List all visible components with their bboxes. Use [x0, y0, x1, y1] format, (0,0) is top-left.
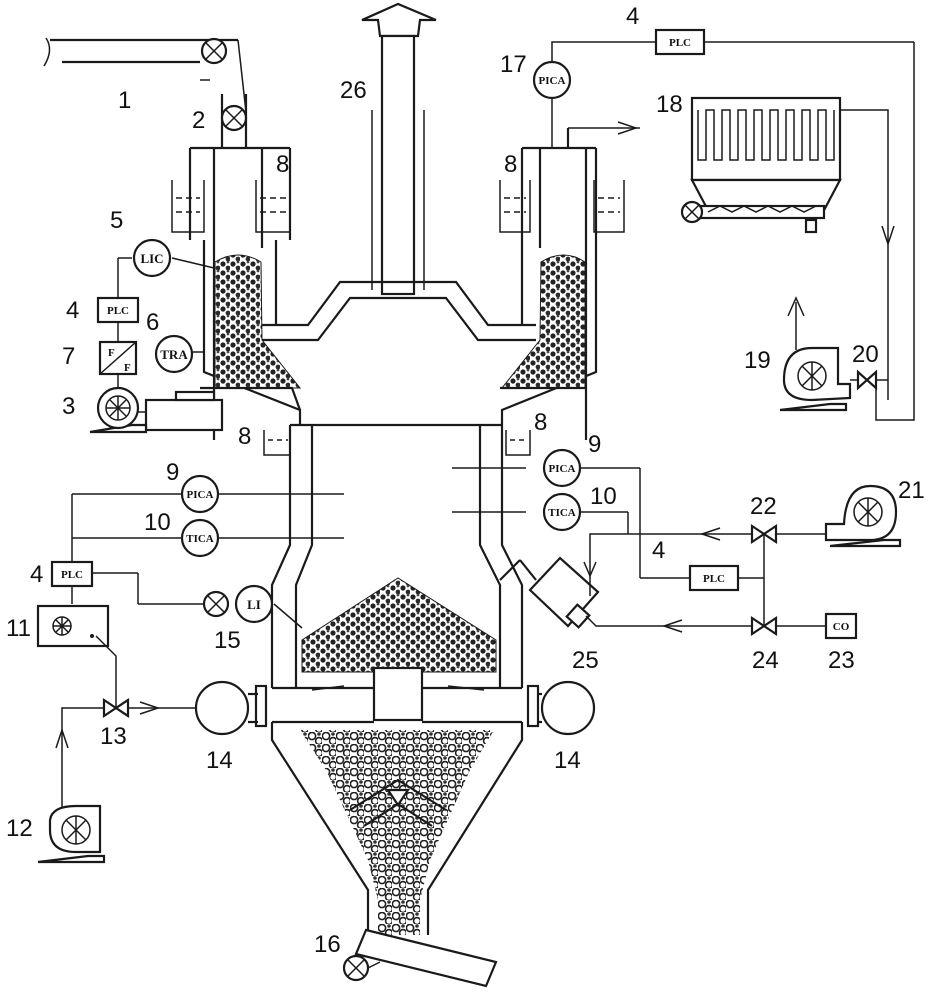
tica-left-label: TICA [186, 533, 214, 545]
valve-20 [850, 42, 915, 421]
rotary-valve-2 [220, 94, 248, 148]
label-6: 6 [146, 309, 159, 336]
plc-box-left-top: PLC [96, 296, 140, 324]
label-8-left-bottom: 8 [238, 423, 251, 450]
label-24: 24 [752, 647, 779, 674]
label-4-right: 4 [652, 537, 665, 564]
tica-right-label: TICA [548, 507, 576, 519]
pica-right-label: PICA [549, 463, 576, 475]
label-14-right: 14 [554, 747, 581, 774]
label-9-left: 9 [166, 459, 179, 486]
pellet-pile-cooling [301, 577, 497, 673]
freq-f-bottom: F [124, 362, 131, 374]
pica-indicator-left: PICA [180, 474, 220, 514]
label-8-right-top: 8 [504, 151, 517, 178]
label-10-left: 10 [144, 509, 171, 536]
label-4-top: 4 [626, 3, 639, 30]
valve-24 [750, 615, 778, 637]
label-17: 17 [500, 51, 527, 78]
distribution-cap [372, 666, 424, 722]
label-8-left-top: 8 [276, 151, 289, 178]
label-9-right: 9 [588, 431, 601, 458]
level-valve-15 [202, 590, 230, 618]
label-21: 21 [898, 477, 925, 504]
plc-label-3: PLC [703, 573, 725, 585]
label-2: 2 [192, 107, 205, 134]
shaft-furnace [254, 423, 540, 935]
label-13: 13 [100, 723, 127, 750]
plc-label: PLC [107, 305, 129, 317]
tra-label: TRA [160, 347, 188, 362]
air-inlet-line [55, 701, 196, 830]
plc-box-top: PLC [654, 28, 706, 56]
label-26: 26 [340, 77, 367, 104]
plc-box-left-bottom: PLC [50, 560, 94, 588]
label-22: 22 [750, 493, 777, 520]
valve-13 [102, 697, 130, 719]
label-4-left-bottom: 4 [30, 561, 43, 588]
label-3: 3 [62, 393, 75, 420]
converter-11 [36, 604, 117, 700]
fan-21 [824, 484, 902, 548]
pica-indicator-right: PICA [542, 448, 582, 488]
co-gas-line [585, 615, 826, 633]
pica-indicator-top: PICA [532, 60, 572, 100]
callout-numbers: 1 2 3 4 4 4 4 5 6 7 8 8 8 8 9 9 10 10 11… [6, 3, 925, 958]
label-18: 18 [656, 91, 683, 118]
tra-indicator: TRA [154, 334, 194, 374]
label-12: 12 [6, 815, 33, 842]
label-8-right-bottom: 8 [534, 409, 547, 436]
left-preheater [144, 146, 302, 456]
burner-25 [499, 556, 600, 629]
label-20: 20 [852, 341, 879, 368]
label-5: 5 [110, 207, 123, 234]
tica-indicator-left: TICA [180, 518, 220, 558]
pica-left-label: PICA [187, 489, 214, 501]
left-instrument-lines [71, 493, 344, 629]
label-19: 19 [744, 347, 771, 374]
tica-indicator-right: TICA [542, 492, 582, 532]
label-23: 23 [828, 647, 855, 674]
li-indicator: LI [234, 584, 274, 624]
li-label: LI [247, 597, 261, 612]
plc-box-right-bottom: PLC [688, 564, 740, 592]
label-1: 1 [118, 87, 131, 114]
label-15: 15 [214, 627, 241, 654]
label-14-left: 14 [206, 747, 233, 774]
air-ring-right [538, 680, 596, 736]
plc-label-4: PLC [669, 37, 691, 49]
feed-conveyor [43, 37, 247, 113]
fan-19 [779, 296, 852, 412]
lic-label: LIC [140, 251, 163, 266]
pellet-bed-right [500, 254, 586, 389]
label-7: 7 [62, 343, 75, 370]
left-control-chain [117, 257, 215, 392]
pica-top-label: PICA [539, 75, 566, 87]
label-16: 16 [314, 931, 341, 958]
co-label: CO [833, 621, 850, 633]
discharge-vibrator-16 [342, 928, 498, 988]
pellet-pile-lower [300, 730, 494, 900]
freq-f-top: F [108, 347, 115, 359]
exhaust-chimney [262, 2, 536, 342]
right-preheater [499, 121, 640, 456]
label-11: 11 [6, 615, 31, 642]
fan-3 [89, 386, 148, 434]
pellet-bed-left [214, 254, 302, 389]
label-10-right: 10 [590, 483, 617, 510]
lic-indicator: LIC [132, 238, 172, 278]
combustion-air-line [583, 527, 826, 626]
frequency-converter: F F [98, 340, 138, 376]
fan-12 [37, 804, 106, 864]
valve-22 [750, 523, 778, 545]
dust-collector-18 [680, 96, 895, 400]
label-4-left-top: 4 [66, 297, 79, 324]
plc-label-2: PLC [61, 569, 83, 581]
label-25: 25 [572, 647, 599, 674]
co-source-23: CO [824, 612, 858, 640]
air-ring-left [194, 680, 258, 736]
